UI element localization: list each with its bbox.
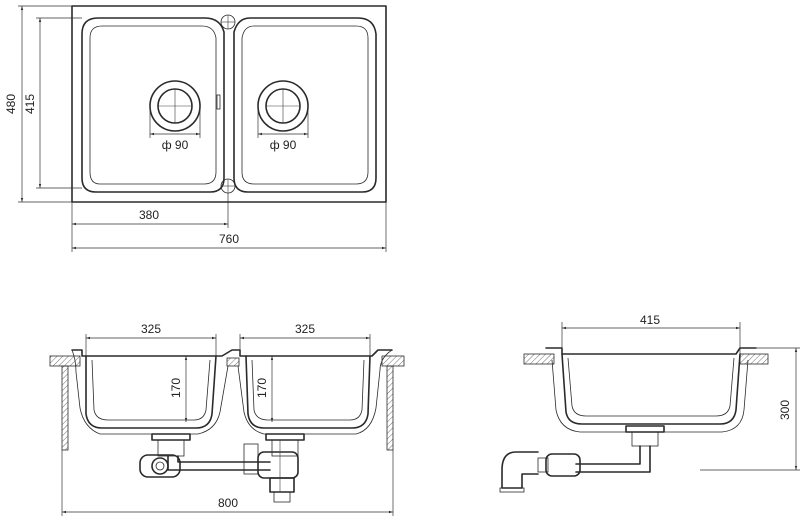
side-length-label: 415: [640, 313, 660, 327]
side-view: 415 300: [499, 313, 800, 493]
height-inner-label: 415: [23, 94, 37, 114]
countertop-middle: [226, 357, 240, 367]
side-countertop-right: [739, 353, 769, 365]
side-bowl-outer: [561, 353, 741, 425]
cabinet-width-label: 800: [218, 496, 238, 510]
left-bowl-top: [81, 17, 225, 193]
right-drain: [257, 80, 309, 138]
height-outer-label: 480: [4, 94, 18, 114]
sink-outline: [71, 5, 387, 203]
right-bowl-width-label: 325: [295, 322, 315, 336]
front-siphon: [139, 433, 305, 503]
height-dimensions: [18, 5, 82, 203]
half-width-label: 380: [139, 208, 159, 222]
total-width-label: 760: [219, 232, 239, 246]
right-bowl-top: [233, 17, 377, 193]
side-countertop-left: [523, 353, 555, 365]
left-bowl-shell: [71, 349, 229, 435]
front-view: 325 325 170 170 800: [49, 322, 405, 516]
side-rim: [545, 347, 757, 355]
right-depth-label: 170: [255, 378, 269, 398]
side-siphon: [499, 425, 665, 493]
cabinet-wall-right: [386, 365, 394, 451]
top-view: ф 90 ф 90 480 415: [4, 5, 387, 252]
left-bowl-width-label: 325: [141, 322, 161, 336]
right-drain-label: ф 90: [270, 138, 297, 152]
side-depth-label: 300: [778, 400, 792, 420]
overflow-slot: [216, 94, 221, 110]
right-bowl-outer: [245, 355, 371, 429]
cabinet-wall-left: [61, 365, 69, 451]
right-bowl-shell: [237, 349, 393, 435]
left-bowl-outer: [85, 355, 217, 429]
sink-rim-front: [71, 349, 393, 357]
left-drain-label: ф 90: [162, 138, 189, 152]
left-drain: [149, 80, 201, 138]
countertop-right: [381, 355, 405, 367]
left-depth-label: 170: [169, 378, 183, 398]
width-dimensions: [71, 193, 387, 252]
